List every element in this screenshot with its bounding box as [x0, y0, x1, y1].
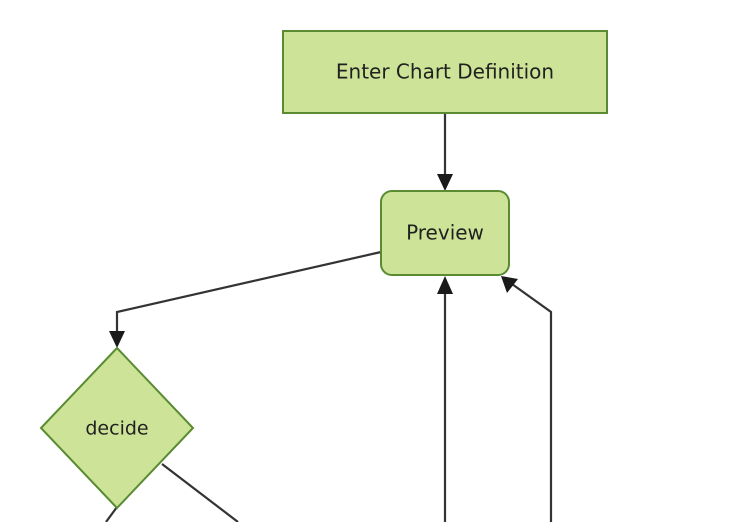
edge-bottom-right-to-preview-arrowhead [501, 276, 518, 293]
node-enter-chart-definition-shape[interactable] [282, 30, 608, 114]
node-enter-chart-definition-label: Enter Chart Definition [336, 60, 554, 84]
edge-bottom-right-to-preview-line [511, 283, 553, 522]
edge-preview-to-decide-arrowhead [109, 331, 125, 348]
node-enter-chart-definition[interactable]: Enter Chart Definition [282, 30, 608, 114]
node-decide[interactable]: decide [39, 346, 195, 510]
edge-bottom-center-to-preview [437, 276, 453, 522]
edge-decide-bottom-left [105, 506, 118, 522]
edge-preview-to-decide [109, 250, 382, 348]
node-decide-label: decide [85, 418, 148, 440]
node-preview-label: Preview [406, 221, 484, 245]
edge-decide-bottom-left-line [105, 506, 118, 522]
edge-bottom-right-to-preview [501, 276, 553, 522]
node-decide-shape[interactable] [39, 346, 195, 510]
edge-preview-to-decide-line [115, 250, 382, 335]
edge-enter-to-preview [437, 113, 453, 191]
node-preview[interactable]: Preview [380, 190, 510, 276]
edge-decide-bottom-right-line [161, 463, 239, 522]
node-preview-shape[interactable] [380, 190, 510, 276]
edge-bottom-center-to-preview-arrowhead [437, 276, 453, 294]
edge-enter-to-preview-arrowhead [437, 174, 453, 191]
edge-decide-bottom-right [161, 463, 239, 522]
